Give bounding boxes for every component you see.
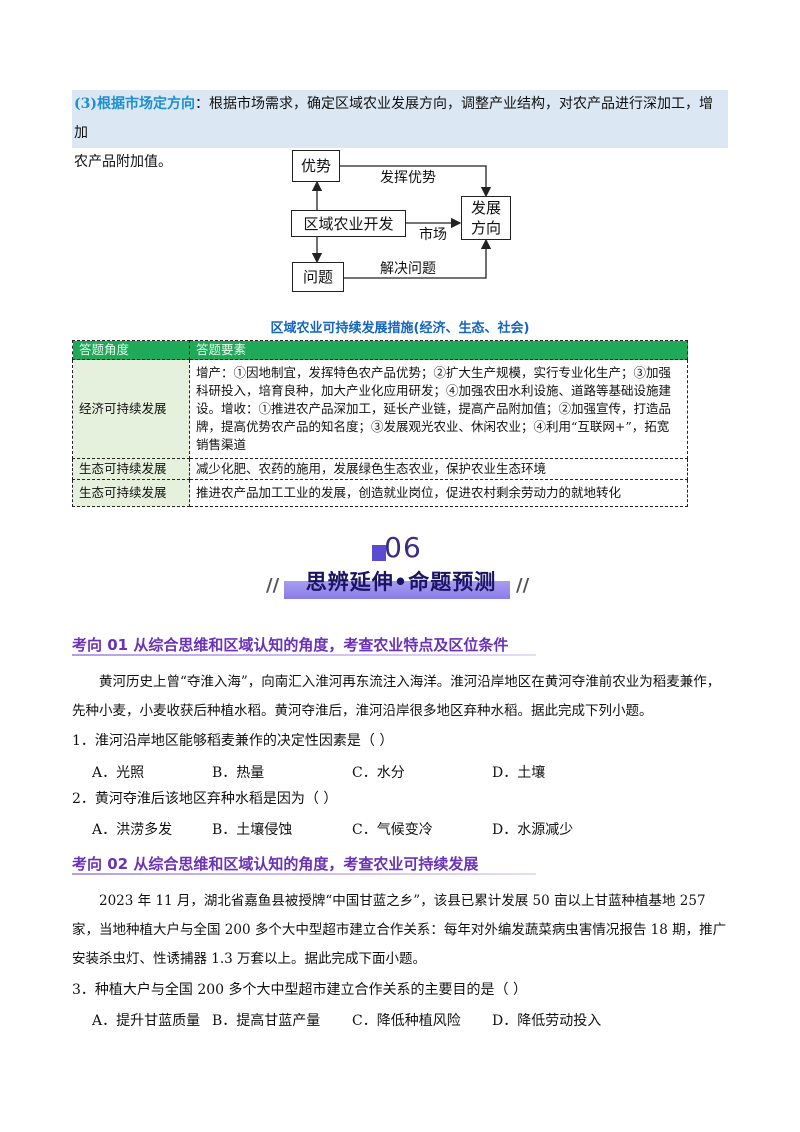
option-b: B．热量: [212, 765, 265, 781]
intro-lead: (3)根据市场定方向: [74, 96, 195, 112]
option-c: C．降低种植风险: [352, 1013, 461, 1029]
row-content: 推进农产品加工工业的发展，创造就业岗位，促进农村剩余劳动力的就地转化: [189, 479, 688, 507]
option-a: A．提升甘蓝质量: [92, 1013, 201, 1029]
table-row: 生态可持续发展 减少化肥、农药的施用，发展绿色生态农业，保护农业生态环境: [72, 458, 688, 480]
option-d: D．水源减少: [492, 822, 574, 838]
table-header-row: 答题角度 答题要素: [72, 340, 688, 360]
option-d: D．降低劳动投入: [492, 1013, 602, 1029]
option-c: C．水分: [352, 765, 405, 781]
intro-paragraph: (3)根据市场定方向：根据市场需求，确定区域农业发展方向，调整产业结构，对农产品…: [72, 90, 728, 170]
box-wenti: 问题: [292, 262, 344, 292]
question-1-stem: 1．淮河沿岸地区能够稻麦兼作的决定性因素是（ ）: [72, 733, 394, 749]
section2-heading: 考向 02 从综合思维和区域认知的角度，考查农业可持续发展: [72, 855, 479, 873]
box-center: 区域农业开发: [291, 210, 406, 237]
label-jiejue-wenti: 解决问题: [380, 261, 436, 277]
row-content: 减少化肥、农药的施用，发展绿色生态农业，保护农业生态环境: [189, 458, 688, 480]
box-direction-line1: 发展: [470, 199, 501, 217]
row-angle: 经济可持续发展: [72, 359, 190, 459]
option-b: B．土壤侵蚀: [212, 822, 293, 838]
intro-text-line2: 农产品附加值。: [74, 154, 172, 170]
flow-arrows: [311, 165, 492, 279]
flow-diagram: 优势 区域农业开发 问题 发展 方向 发挥优势 市场 解决问题: [0, 0, 800, 300]
option-d: D．土壤: [492, 765, 546, 781]
header-elements: 答题要素: [189, 340, 688, 360]
section1-heading-underline: [72, 654, 536, 656]
banner-slash-left: //: [266, 575, 280, 596]
section2-heading-underline: [72, 873, 536, 875]
arrow-wenti-to-direction: [344, 238, 492, 279]
row-angle: 生态可持续发展: [72, 458, 190, 480]
question-2-options: A．洪涝多发 B．土壤侵蚀 C．气候变冷 D．水源减少: [92, 819, 573, 839]
option-a: A．洪涝多发: [92, 822, 173, 838]
option-a: A．光照: [92, 765, 145, 781]
question-1-options: A．光照 B．热量 C．水分 D．土壤: [92, 762, 545, 782]
intro-text-line1: ：根据市场需求，确定区域农业发展方向，调整产业结构，对农产品进行深加工，增加: [74, 96, 713, 141]
banner-underline: [284, 569, 510, 599]
table-row: 生态可持续发展 推进农产品加工工业的发展，创造就业岗位，促进农村剩余劳动力的就地…: [72, 479, 688, 507]
section1-heading: 考向 01 从综合思维和区域认知的角度，考查农业特点及区位条件: [72, 636, 509, 654]
option-b: B．提高甘蓝产量: [212, 1013, 321, 1029]
label-fahui-youshi: 发挥优势: [380, 170, 436, 186]
banner-title: 思辨延伸•命题预测: [305, 570, 497, 594]
measures-table: 答题角度 答题要素 经济可持续发展 增产：①因地制宜，发挥特色农产品优势；②扩大…: [72, 340, 688, 507]
label-shichang: 市场: [419, 227, 447, 243]
table-row: 经济可持续发展 增产：①因地制宜，发挥特色农产品优势；②扩大生产规模，实行专业化…: [72, 359, 688, 459]
question-3-stem: 3．种植大户与全国 200 多个大中型超市建立合作关系的主要目的是（ ）: [72, 982, 527, 998]
section2-passage: 2023 年 11 月，湖北省嘉鱼县被授牌“中国甘蓝之乡”，该县已累计发展 50…: [72, 893, 727, 967]
question-2-stem: 2．黄河夺淮后该地区弃种水稻是因为（ ）: [72, 791, 338, 807]
box-direction: 发展 方向: [461, 196, 511, 240]
option-c: C．气候变冷: [352, 822, 433, 838]
banner-number-accent: [372, 545, 386, 561]
row-angle: 生态可持续发展: [72, 479, 190, 507]
section1-passage: 黄河历史上曾“夺淮入海”，向南汇入淮河再东流注入海洋。淮河沿岸地区在黄河夺淮前农…: [72, 674, 721, 719]
arrow-youshi-to-direction: [340, 165, 492, 198]
banner-number: 06: [384, 531, 422, 564]
row-content: 增产：①因地制宜，发挥特色农产品优势；②扩大生产规模，实行专业化生产；③加强科研…: [189, 359, 688, 459]
banner-slash-right: //: [516, 575, 530, 596]
header-angle: 答题角度: [72, 340, 190, 360]
question-3-options: A．提升甘蓝质量 B．提高甘蓝产量 C．降低种植风险 D．降低劳动投入: [92, 1010, 601, 1030]
table-caption: 区域农业可持续发展措施(经济、生态、社会): [270, 321, 530, 336]
box-youshi: 优势: [292, 150, 340, 182]
box-direction-line2: 方向: [470, 219, 501, 237]
